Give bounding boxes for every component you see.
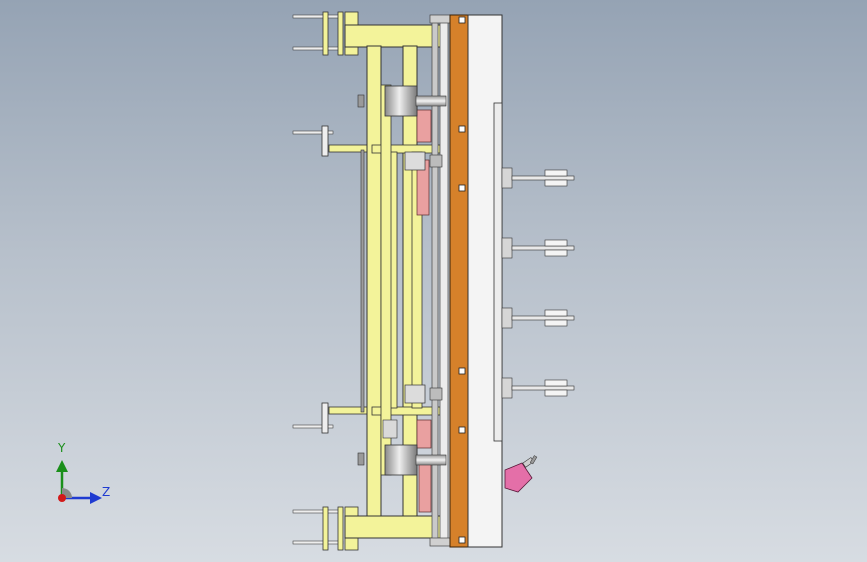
locator-pin-1 bbox=[501, 167, 575, 189]
top-cap-block bbox=[429, 14, 451, 24]
left-clamp-middle-upper bbox=[292, 125, 370, 157]
guide-rod-left bbox=[360, 149, 365, 413]
locator-pin-2 bbox=[501, 237, 575, 259]
pink-linkage-parts bbox=[416, 109, 432, 513]
left-clamp-middle-lower bbox=[292, 402, 370, 434]
cylinder-upper bbox=[357, 85, 447, 117]
white-plate-rail bbox=[493, 102, 503, 442]
axis-y-label: Y bbox=[58, 441, 66, 455]
guide-block-upper bbox=[404, 151, 443, 171]
bottom-cap-block bbox=[429, 537, 451, 547]
locator-pin-4 bbox=[501, 377, 575, 399]
plate-bolts bbox=[458, 16, 466, 544]
magenta-bracket bbox=[504, 455, 538, 493]
cylinder-lower bbox=[357, 444, 447, 476]
guide-block-lower bbox=[382, 384, 443, 439]
axis-z-label: Z bbox=[102, 485, 111, 499]
orange-base-plate bbox=[449, 14, 469, 548]
locator-pin-3 bbox=[501, 307, 575, 329]
coordinate-triad-icon bbox=[56, 460, 102, 504]
